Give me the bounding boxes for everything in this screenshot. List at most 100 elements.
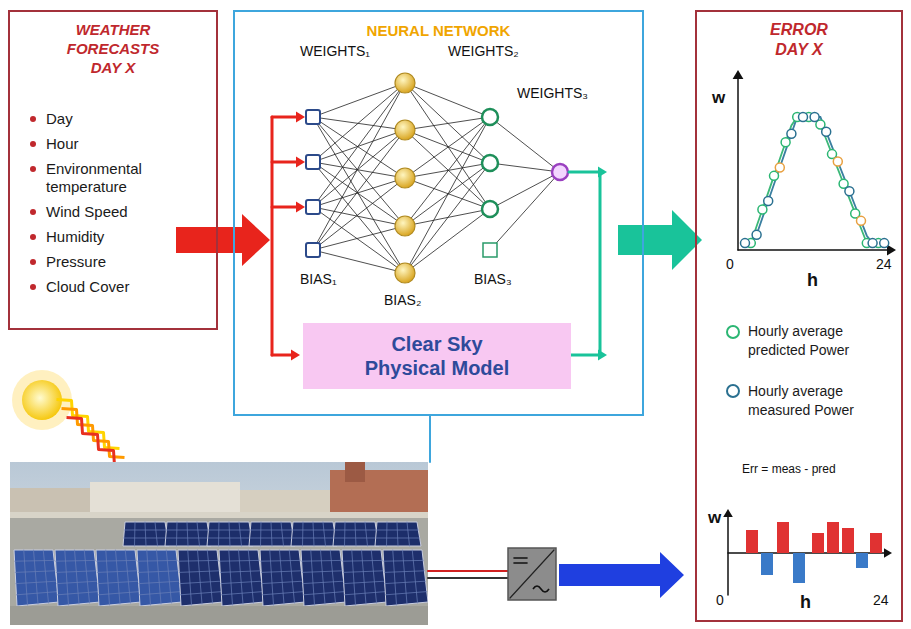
box-heading: WEATHER FORECASTS DAY X [58,20,168,77]
panel-grid [179,560,219,562]
weight-label: WEIGHTS₂ [448,43,519,59]
roof [10,515,428,625]
process-box: Clear Sky Physical Model [303,323,571,389]
panel-grid [84,550,89,603]
weight-line [313,250,405,273]
panel-body [342,550,387,606]
weight-line [405,117,490,226]
weight-line [313,207,405,273]
axis-label: w [708,508,721,528]
panel-grid [139,581,180,583]
panel-grid [138,571,178,573]
hidden-neuron [482,109,498,125]
bullet-row: Hour [30,135,196,153]
weight-line [490,163,560,172]
weight-line [405,117,490,273]
weight-line [490,172,560,250]
weight-lines [313,83,560,273]
axis-tick: 24 [873,592,889,608]
panel-grid [97,560,137,562]
bullet-row: Cloud Cover [30,278,196,296]
panel-grid [311,550,315,605]
panel-grid [262,581,303,583]
panel-grid [98,581,139,583]
panel-grid [180,592,221,595]
arrow-head [733,70,744,79]
panel-grid [393,550,397,605]
panel-grid [344,581,385,583]
solar-panel [375,522,421,546]
solar-panel [178,550,223,606]
positive-error-bar [827,522,839,553]
hidden-neuron [482,155,498,171]
weight-label: WEIGHTS₁ [300,43,370,59]
weight-line [405,117,490,130]
panel-grid [221,581,262,583]
positive-error-bar [842,528,854,553]
solar-panel [165,522,211,546]
panel-grid [56,560,96,562]
panel-body [137,550,182,606]
solar-panel [207,522,253,546]
input-neuron [306,155,320,169]
panel-grid [188,550,192,605]
ac-sign [533,586,549,592]
panel-grid [155,522,158,546]
panel-grid [292,538,336,539]
hidden-neuron [395,168,415,188]
bullet-row: Pressure [30,253,196,271]
connector [176,214,270,266]
arrow-head [884,548,892,558]
axis [727,517,729,595]
axis-label: h [807,270,818,291]
legend-text: Hourly average predicted Power [748,322,888,360]
panel-grid [157,550,162,604]
bullet-dot [30,166,36,172]
weight-line [405,163,490,178]
panel-grid [16,592,57,595]
weight-line [405,209,490,273]
panel-grid [412,550,417,603]
measured-point [857,216,866,225]
panel-body [178,550,223,606]
sun-icon [12,370,130,467]
panel-grid [16,581,57,583]
panel-grid [43,550,48,603]
bullet-row: Day [30,110,196,128]
axis-label: h [800,592,811,613]
panel-grid [220,560,260,562]
sky [10,462,428,625]
bullet-dot [30,116,36,122]
bullet-dot [30,209,36,215]
panel-grid [352,550,356,605]
input-neuron [306,110,320,124]
hidden-neuron [395,120,415,140]
bullet-list: DayHourEnvironmental temperatureWind Spe… [30,110,196,303]
bias-label: BIAS₂ [384,292,421,308]
bullet-text: Pressure [46,253,196,271]
panel-grid [371,550,376,603]
feed-line [272,116,298,119]
arrow-head [291,350,300,361]
panel-grid [147,550,151,605]
measured-point [764,197,773,206]
bullet-row: Wind Speed [30,203,196,221]
flow-arrow [176,214,270,266]
panel-grid [34,550,39,604]
panel-grid [218,522,220,546]
positive-error-bar [777,522,789,553]
panel-grid [323,522,326,546]
solar-panel [342,550,387,606]
weight-line [313,117,405,130]
weight-line [490,172,560,209]
panel-grid [343,560,383,562]
solar-panel [260,550,305,606]
sun-ray [67,418,130,467]
weight-line [313,130,405,207]
bias-label: BIAS₃ [474,271,512,287]
weight-line [490,117,560,172]
bullet-text: Environmental temperature [46,160,196,196]
